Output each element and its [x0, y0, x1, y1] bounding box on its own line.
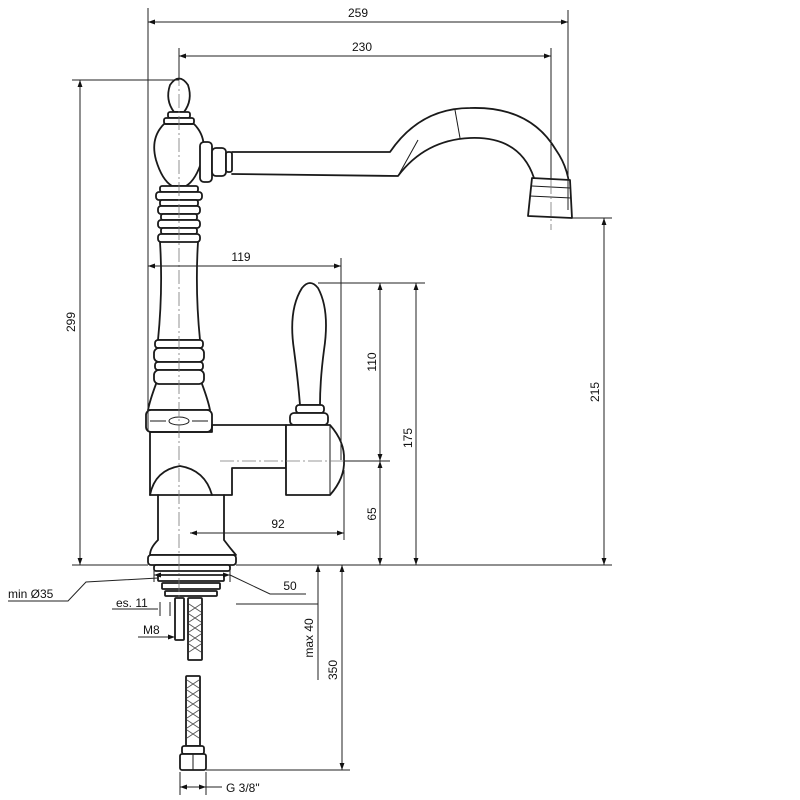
dim-hose-length: 350 [326, 660, 340, 680]
dim-hose-connection: G 3/8" [226, 781, 260, 795]
dim-max-deck: max 40 [302, 618, 316, 658]
dim-total-height: 299 [64, 312, 78, 332]
dim-stud-thread: M8 [143, 623, 160, 637]
dim-handle-height: 110 [365, 352, 379, 371]
dim-body-depth: 92 [271, 517, 285, 531]
dim-overall-width: 259 [348, 6, 368, 20]
dim-spout-reach: 230 [352, 40, 372, 54]
dimension-labels: 259 230 299 119 110 175 65 215 92 50 min… [8, 6, 602, 795]
dimension-lines [8, 8, 612, 795]
dim-nut-size: es. 11 [116, 596, 148, 610]
dim-min-hole: min Ø35 [8, 587, 54, 601]
mounting-kit [157, 574, 225, 771]
mixer-body [147, 424, 287, 572]
dim-body-axis-height: 65 [365, 507, 379, 521]
centre-lines [178, 72, 552, 598]
dim-spout-outlet-height: 215 [588, 382, 602, 402]
dim-handle-offset: 119 [231, 250, 250, 264]
spout [199, 107, 573, 219]
lever-handle [285, 282, 345, 496]
dim-base-diameter: 50 [283, 579, 297, 593]
dim-handle-top-height: 175 [401, 428, 415, 448]
